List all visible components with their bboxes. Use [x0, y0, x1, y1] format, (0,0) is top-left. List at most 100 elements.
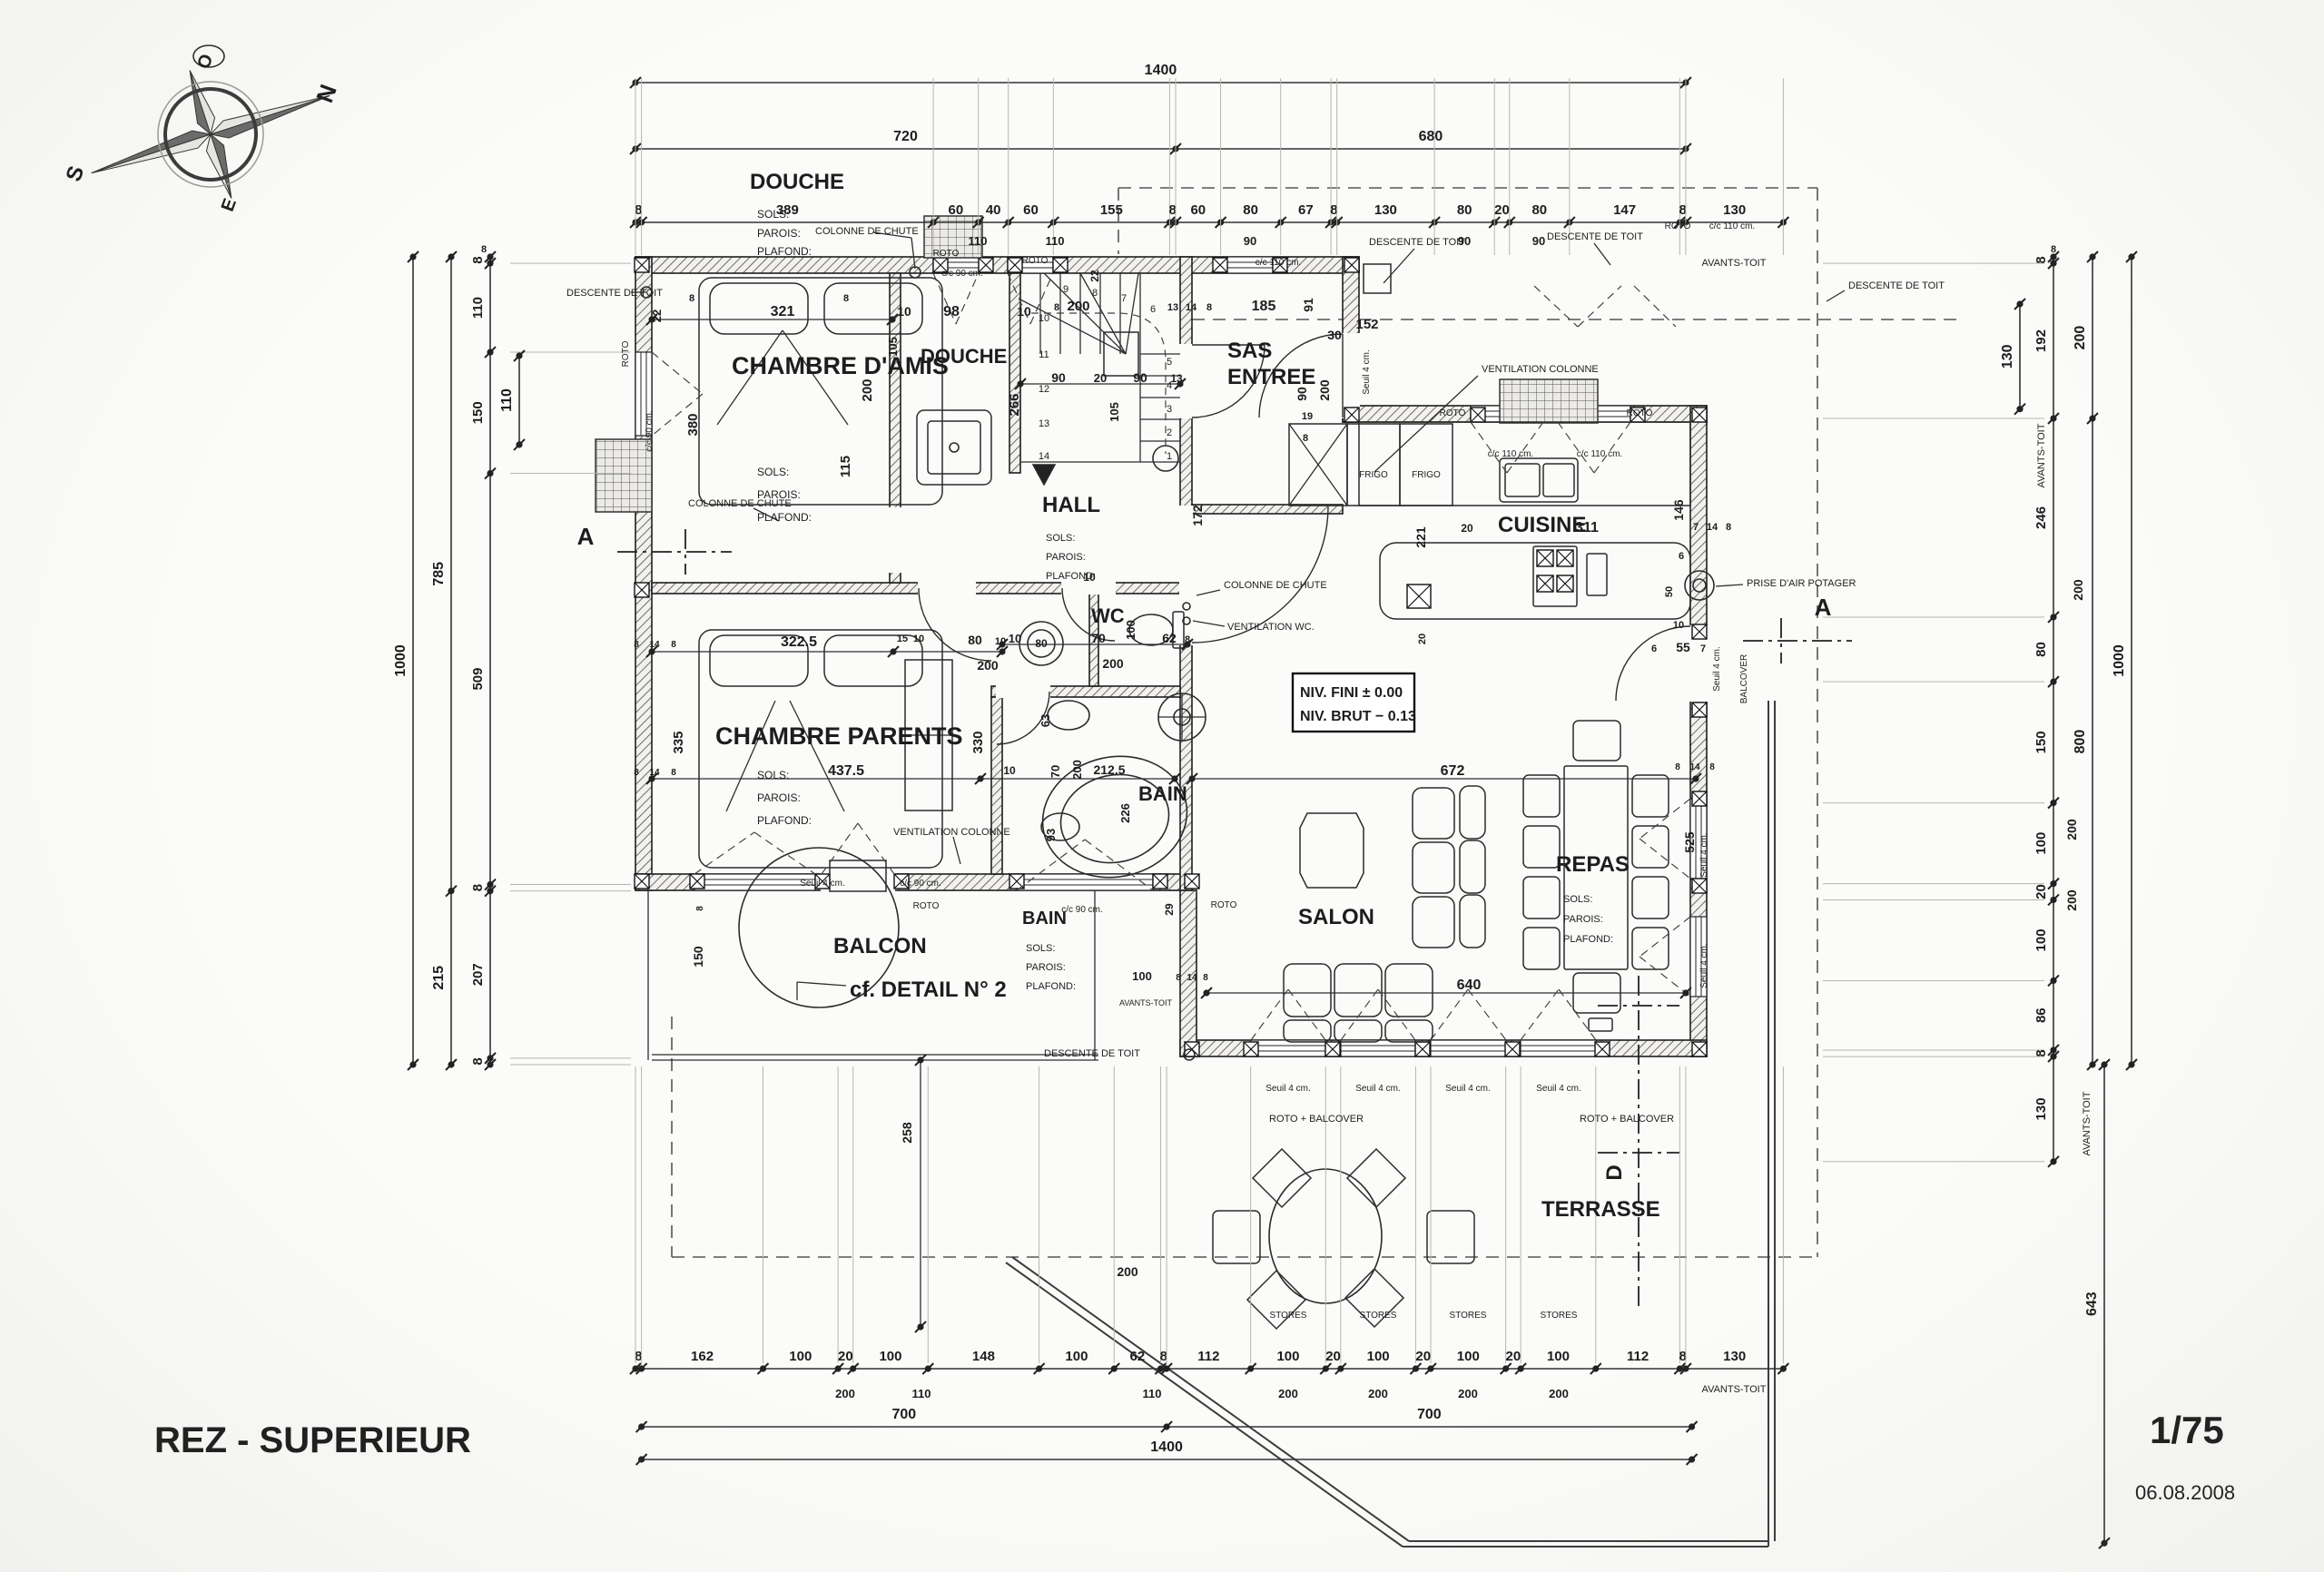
roto-label: ROTO — [913, 901, 940, 911]
dim-tick-slash — [484, 251, 497, 263]
door-arc — [918, 587, 992, 662]
seuil-label: Seuil 4 cm. — [1355, 1084, 1400, 1094]
door-swing-dashed — [1593, 421, 1631, 474]
v22-label: 22 — [1088, 270, 1101, 282]
dim-tick-slash — [1032, 1362, 1046, 1375]
drawing-line — [789, 700, 845, 812]
dim-tick-slash — [2098, 1537, 2111, 1549]
door-swing-dashed — [1016, 839, 1086, 891]
cc110-label: c/c 110 cm. — [1488, 449, 1533, 459]
post-x — [1691, 624, 1708, 640]
cc90-label: c/c 90 cm. — [900, 879, 941, 889]
dim-label: 86 — [2034, 1007, 2049, 1023]
post-x — [1344, 257, 1360, 273]
v321-label: 321 — [771, 304, 795, 319]
v6-label: 6 — [1150, 304, 1156, 315]
v19-label: 19 — [1302, 411, 1313, 422]
dim-label: 8 — [470, 256, 486, 263]
vent_wc-label: VENTILATION WC. — [1227, 622, 1315, 633]
dim-label: 1400 — [1150, 1439, 1183, 1455]
dim-label: 130 — [1723, 202, 1746, 218]
door-swing-dashed — [1533, 285, 1579, 328]
compass-ring-outer — [157, 81, 264, 188]
door-swing-dashed — [821, 822, 859, 875]
dim-tick-slash — [635, 1453, 648, 1466]
furniture — [1334, 963, 1383, 1017]
door-swing-dashed — [1639, 956, 1691, 997]
dim-tick-slash — [2047, 1155, 2060, 1168]
drawing-line — [1125, 272, 1139, 355]
roto_balcover-label: ROTO + BALCOVER — [1269, 1114, 1364, 1125]
v7-label: 7 — [1693, 522, 1699, 533]
door-swing-dashed — [1377, 988, 1416, 1041]
wall-opening — [821, 873, 895, 891]
avants-label: AVANTS-TOIT — [1702, 258, 1767, 269]
dim-label: 1000 — [393, 644, 409, 677]
vent_col-label: VENTILATION COLONNE — [893, 827, 1010, 838]
fixture — [1128, 614, 1174, 646]
e-label: E — [218, 196, 241, 214]
balcon-label: BALCON — [833, 934, 927, 958]
v10-label: 10 — [995, 636, 1006, 647]
post-x — [1691, 791, 1708, 807]
furniture — [1586, 553, 1608, 596]
chambre_parents-label: CHAMBRE PARENTS — [715, 722, 963, 750]
roto-label: ROTO — [621, 340, 631, 367]
title-label: REZ - SUPERIEUR — [154, 1420, 471, 1460]
dim-label: 20 — [1494, 202, 1510, 218]
furniture — [829, 860, 887, 892]
terrace-boundary — [1005, 1262, 1403, 1547]
wall-opening — [889, 507, 901, 573]
n-label: N — [310, 81, 342, 106]
v200-label: 200 — [2064, 819, 2079, 840]
v8-label: 8 — [1709, 762, 1715, 772]
v110-label: 110 — [1143, 1387, 1162, 1400]
v200-label: 200 — [1070, 760, 1084, 780]
wall-opening — [1689, 625, 1708, 702]
dim-tick-slash — [645, 313, 658, 326]
dim-label: 215 — [431, 966, 447, 990]
sas1-label: SAS — [1227, 339, 1272, 363]
v8-label: 8 — [481, 244, 487, 255]
seuil-label: Seuil 4 cm. — [1699, 943, 1709, 987]
v185-label: 185 — [1252, 299, 1276, 314]
door-swing-dashed — [1639, 798, 1691, 840]
v525-label: 525 — [1682, 831, 1697, 853]
post-x — [634, 257, 650, 273]
dim-tick-slash — [635, 1420, 648, 1433]
v200-label: 200 — [977, 658, 999, 673]
v110-label: 110 — [912, 1387, 931, 1400]
furniture — [1459, 785, 1486, 840]
dim-label: 100 — [1065, 1349, 1088, 1364]
a-label: A — [1815, 594, 1832, 621]
stores-label: STORES — [1270, 1311, 1307, 1321]
door-swing-dashed — [753, 831, 816, 875]
cc90-label: c/c 90 cm. — [645, 410, 655, 452]
furniture — [1542, 463, 1575, 497]
cc90-label: c/c 90 cm. — [941, 269, 983, 279]
dim-label: 150 — [470, 401, 486, 424]
fixture — [1040, 812, 1080, 841]
dim-tick-slash — [1499, 1362, 1512, 1375]
furniture-poly — [1251, 1147, 1313, 1209]
v200-label: 200 — [1317, 379, 1332, 401]
dim-tick-slash — [1424, 1362, 1437, 1375]
dim-label: 389 — [776, 202, 799, 218]
furniture — [1412, 841, 1455, 894]
dim-tick-slash — [484, 346, 497, 359]
dim-label: 8 — [635, 1349, 642, 1364]
plafond-label: PLAFOND: — [1563, 934, 1613, 945]
post-x — [1691, 1041, 1708, 1057]
dim-label: 80 — [2034, 642, 2049, 657]
dim-label: 20 — [1415, 1349, 1431, 1364]
door-swing-dashed — [1467, 988, 1507, 1041]
dim-tick-slash — [484, 467, 497, 480]
dim-tick-slash — [407, 1058, 419, 1071]
post-x — [689, 873, 705, 889]
drawing-line — [1715, 584, 1744, 587]
drawing-line — [952, 836, 961, 865]
dim-tick-slash — [2047, 675, 2060, 688]
fini-label: NIV. FINI ± 0.00 — [1300, 685, 1403, 701]
drawing-line — [1383, 248, 1415, 284]
colonne-label: COLONNE DE CHUTE — [815, 226, 919, 237]
